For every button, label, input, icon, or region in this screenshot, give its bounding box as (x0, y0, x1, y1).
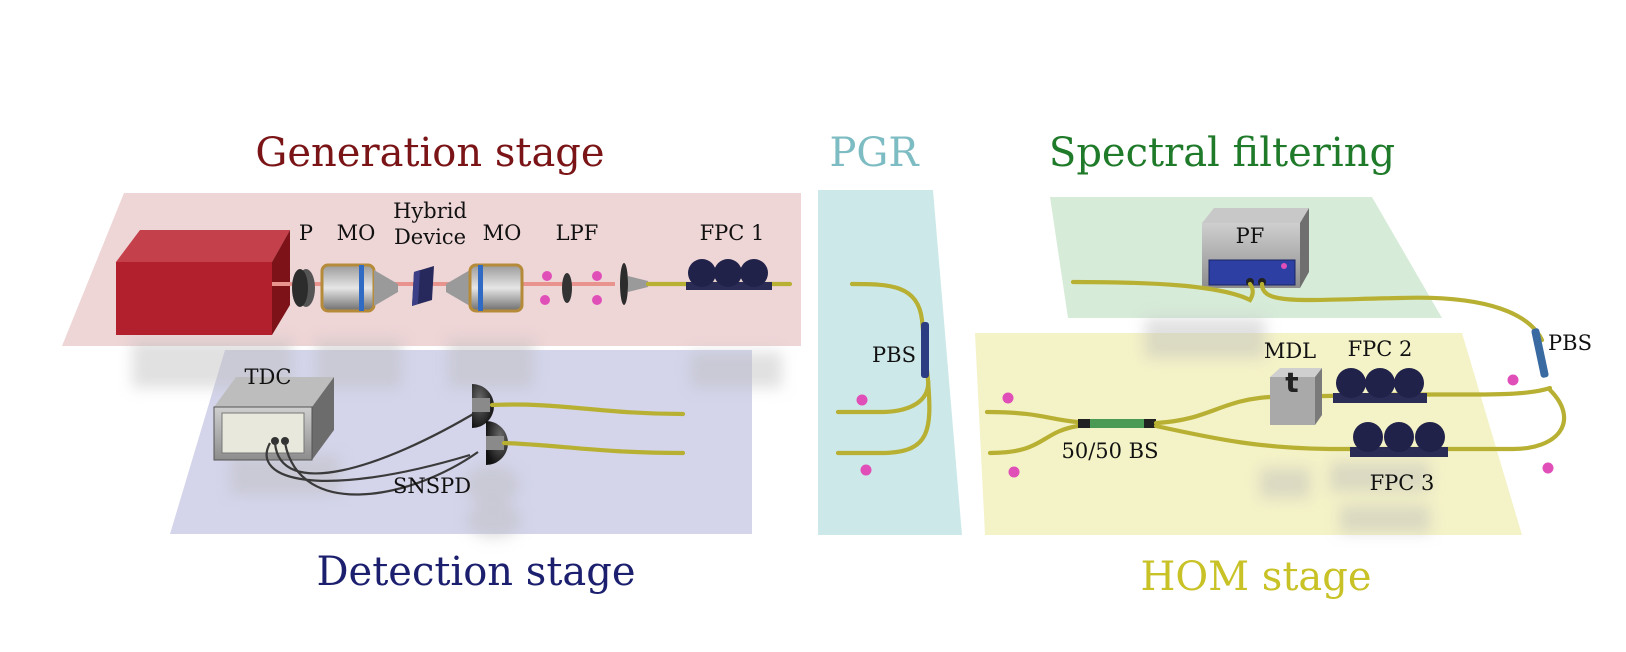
hom-lower-fiber (1153, 387, 1567, 452)
label-bs: 50/50 BS (1061, 439, 1158, 463)
label-lpf: LPF (556, 221, 599, 245)
polarizer (292, 269, 315, 307)
label-hybrid-line2: Device (394, 225, 466, 249)
programmable-filter (1202, 208, 1309, 288)
spectral-filtering-title: Spectral filtering (1049, 130, 1395, 176)
long-pass-filter (562, 273, 572, 303)
motorized-delay-line (1270, 368, 1322, 425)
label-pbs-hom: PBS (1548, 331, 1592, 355)
hom-photons-out (1507, 374, 1554, 474)
detection-fiber-1 (489, 402, 686, 417)
hom-pbs (1531, 328, 1549, 378)
pgr-title: PGR (830, 130, 921, 176)
hom-stage-title: HOM stage (1140, 554, 1371, 600)
detector-cable-3 (265, 442, 471, 482)
hom-photons-in (1002, 392, 1020, 478)
microscope-objective-2 (446, 263, 524, 313)
label-p: P (299, 221, 313, 245)
hom-input-fiber-2 (987, 423, 1081, 456)
mdl-symbol: t (1285, 366, 1298, 399)
label-tdc: TDC (245, 365, 292, 389)
label-mo-2: MO (483, 221, 522, 245)
tdc-box (213, 377, 334, 461)
label-hybrid-line1: Hybrid (393, 199, 467, 223)
filter-fiber-in (1070, 279, 1255, 303)
label-mdl: MDL (1264, 339, 1316, 363)
pgr-pbs (921, 322, 929, 378)
laser-source (116, 230, 290, 335)
snspd-detector-2 (486, 421, 508, 465)
filter-fiber-out (1259, 281, 1545, 343)
detection-stage-title: Detection stage (316, 549, 635, 595)
label-fpc-1: FPC 1 (700, 221, 765, 245)
fpc-2 (1333, 368, 1427, 403)
beam-splitter (1078, 419, 1156, 428)
detector-cable-1 (273, 409, 481, 475)
label-fpc-3: FPC 3 (1370, 471, 1435, 495)
detector-cable-2 (283, 442, 479, 496)
fpc-1 (686, 259, 772, 290)
pgr-fiber-in (835, 281, 931, 415)
detection-fiber-2 (501, 440, 686, 456)
snspd-detector-1 (472, 384, 494, 428)
label-fpc-2: FPC 2 (1348, 337, 1413, 361)
fiber-coupler (620, 263, 648, 305)
microscope-objective-1 (320, 263, 398, 313)
pgr-plate (818, 190, 962, 535)
label-mo-1: MO (337, 221, 376, 245)
label-pf: PF (1236, 224, 1265, 248)
fpc-3 (1350, 422, 1448, 457)
label-snspd: SNSPD (393, 474, 471, 498)
generation-stage-title: Generation stage (255, 130, 604, 176)
label-pbs-pgr: PBS (872, 343, 916, 367)
pgr-photons (856, 394, 872, 476)
generation-photons (540, 271, 602, 305)
pgr-fiber-out (835, 377, 932, 456)
hom-input-fiber-1 (984, 409, 1081, 425)
hybrid-device (412, 266, 434, 306)
